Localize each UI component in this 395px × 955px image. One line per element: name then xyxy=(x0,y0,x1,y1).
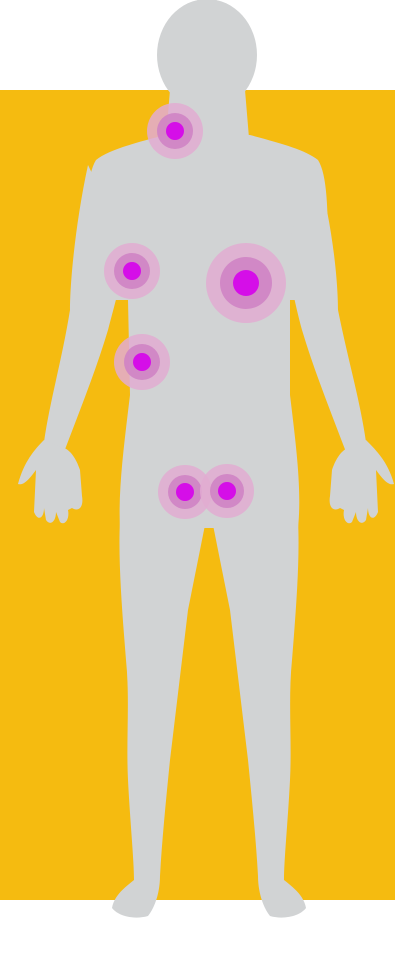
marker-neck-right xyxy=(147,103,203,159)
marker-elbow-right xyxy=(114,334,170,390)
marker-axilla-right xyxy=(104,243,160,299)
marker-groin-left xyxy=(200,464,254,518)
marker-breast-left xyxy=(206,243,286,323)
